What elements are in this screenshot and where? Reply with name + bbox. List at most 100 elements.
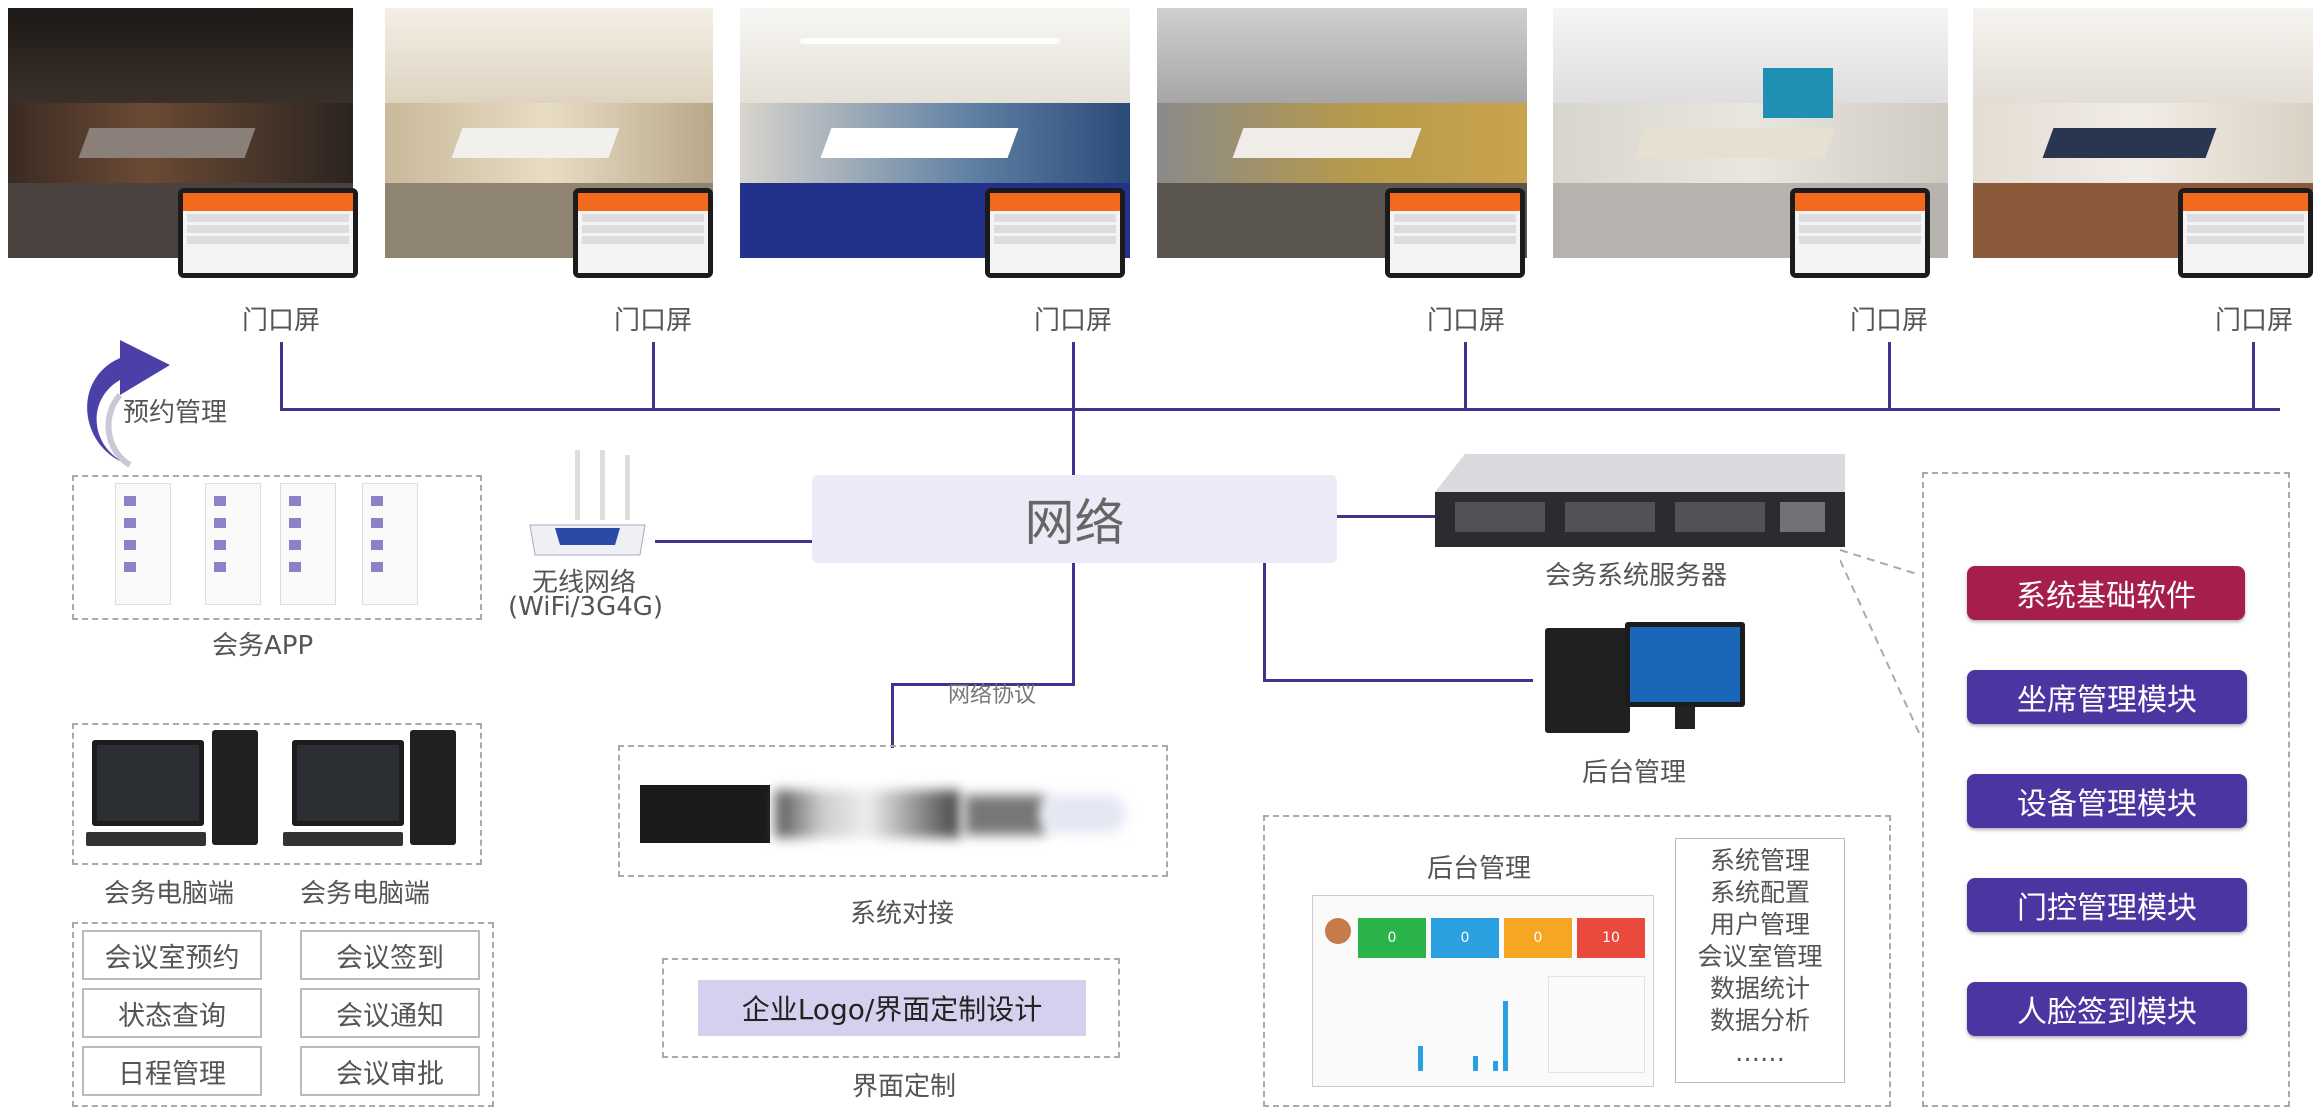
tile-value: 0 xyxy=(1460,930,1470,946)
door-screen-image xyxy=(2178,188,2313,278)
wireless-label-line1: 无线网络 xyxy=(532,568,637,598)
backend-features: 系统管理 系统配置 用户管理 会议室管理 数据统计 数据分析 …… xyxy=(1680,845,1840,1069)
modules-panel xyxy=(1922,472,2290,1107)
door-screen-image xyxy=(1385,188,1525,278)
backend-panel xyxy=(1263,815,1891,1107)
module-label: 坐席管理模块 xyxy=(2017,683,2197,718)
door-screen-label: 门口屏 xyxy=(1850,306,1929,336)
backend-tower-icon xyxy=(1545,628,1630,733)
module-device-management[interactable]: 设备管理模块 xyxy=(1967,774,2247,828)
tile-value: 10 xyxy=(1602,930,1620,946)
network-bus-line xyxy=(280,408,2280,411)
door-screen-image xyxy=(178,188,358,278)
tile-value: 0 xyxy=(1387,930,1397,946)
pc-monitor-icon xyxy=(92,740,204,826)
network-node: 网络 xyxy=(812,475,1337,563)
pc-box xyxy=(72,723,482,865)
feature-item: 会议室管理 xyxy=(1697,942,1823,971)
dashed-connector xyxy=(1840,549,1920,736)
connector-line xyxy=(1072,563,1075,686)
module-label: 设备管理模块 xyxy=(2017,787,2197,822)
integration-device-image xyxy=(775,790,960,838)
door-screen-label: 门口屏 xyxy=(1427,306,1506,336)
connector-line xyxy=(652,342,655,410)
connector-line xyxy=(1263,563,1266,681)
door-screen-label: 门口屏 xyxy=(242,306,321,336)
module-base-software[interactable]: 系统基础软件 xyxy=(1967,566,2245,620)
function-sign-in[interactable]: 会议签到 xyxy=(300,930,480,980)
functions-box xyxy=(72,922,494,1107)
backend-label: 后台管理 xyxy=(1582,758,1687,788)
router-icon xyxy=(529,450,646,556)
avatar xyxy=(1325,918,1351,944)
connector-line xyxy=(655,540,813,543)
door-screen-label: 门口屏 xyxy=(614,306,693,336)
dashboard-bar xyxy=(1493,1061,1498,1071)
feature-item: 数据统计 xyxy=(1709,974,1810,1003)
dashboard-bar xyxy=(1473,1056,1478,1071)
backend-panel-title: 后台管理 xyxy=(1427,854,1532,884)
connector-line xyxy=(1888,342,1891,410)
function-status-query[interactable]: 状态查询 xyxy=(82,988,262,1038)
module-door-management[interactable]: 门控管理模块 xyxy=(1967,878,2247,932)
door-screen-image xyxy=(985,188,1125,278)
custom-design-button[interactable]: 企业Logo/界面定制设计 xyxy=(698,980,1086,1036)
integration-device-image xyxy=(965,795,1045,835)
app-screens-box xyxy=(72,475,482,620)
module-label: 系统基础软件 xyxy=(2016,579,2196,614)
integration-device-image xyxy=(640,785,770,843)
feature-item: …… xyxy=(1735,1038,1785,1067)
module-face-signin[interactable]: 人脸签到模块 xyxy=(1967,982,2247,1036)
dashboard-bar xyxy=(1503,1001,1508,1071)
server-label: 会务系统服务器 xyxy=(1545,561,1728,591)
function-room-booking[interactable]: 会议室预约 xyxy=(82,930,262,980)
connector-line xyxy=(1464,342,1467,410)
app-screen-image xyxy=(280,483,336,605)
dashboard-tile: 10 xyxy=(1577,918,1645,958)
function-notification[interactable]: 会议通知 xyxy=(300,988,480,1038)
module-seat-management[interactable]: 坐席管理模块 xyxy=(1967,670,2247,724)
function-schedule[interactable]: 日程管理 xyxy=(82,1046,262,1096)
integration-box xyxy=(618,745,1168,877)
connector-line xyxy=(891,683,894,748)
monitor-stand xyxy=(1675,707,1695,729)
dashboard-calendar xyxy=(1548,976,1645,1073)
keyboard-icon xyxy=(86,832,206,846)
integration-label: 系统对接 xyxy=(850,899,955,929)
pc-label: 会务电脑端 xyxy=(300,879,431,909)
protocol-label: 网络协议 xyxy=(948,683,1037,708)
feature-item: 系统配置 xyxy=(1709,878,1810,907)
connector-line xyxy=(2252,342,2255,410)
server-icon xyxy=(1435,454,1845,547)
app-screen-image xyxy=(205,483,261,605)
dashboard-bar xyxy=(1418,1046,1423,1071)
door-screen-image xyxy=(573,188,713,278)
dashboard-screenshot: 0 0 0 10 xyxy=(1312,895,1654,1087)
feature-item: 用户管理 xyxy=(1709,910,1810,939)
app-screen-image xyxy=(115,483,171,605)
backend-features-list xyxy=(1675,838,1845,1083)
customization-label: 界面定制 xyxy=(852,1072,957,1102)
dashboard-tile: 0 xyxy=(1431,918,1499,958)
feature-item: 系统管理 xyxy=(1709,846,1810,875)
integration-device-image xyxy=(1040,795,1125,833)
door-screen-image xyxy=(1790,188,1930,278)
wireless-label-line2: (WiFi/3G4G) xyxy=(508,592,664,622)
pc-label: 会务电脑端 xyxy=(104,879,235,909)
function-approval[interactable]: 会议审批 xyxy=(300,1046,480,1096)
connector-line xyxy=(1337,515,1437,518)
dashboard-tile: 0 xyxy=(1358,918,1426,958)
connector-line xyxy=(891,683,1075,686)
app-label: 会务APP xyxy=(212,631,314,661)
dashboard-tile: 0 xyxy=(1504,918,1572,958)
keyboard-icon xyxy=(283,832,403,846)
backend-monitor-icon xyxy=(1625,622,1745,707)
booking-label: 预约管理 xyxy=(123,398,228,428)
connector-line xyxy=(1263,679,1533,682)
customization-box xyxy=(662,958,1120,1058)
module-label: 门控管理模块 xyxy=(2017,891,2197,926)
door-screen-label: 门口屏 xyxy=(2215,306,2294,336)
door-screen-label: 门口屏 xyxy=(1034,306,1113,336)
feature-item: 数据分析 xyxy=(1709,1006,1810,1035)
pc-monitor-icon xyxy=(292,740,404,826)
